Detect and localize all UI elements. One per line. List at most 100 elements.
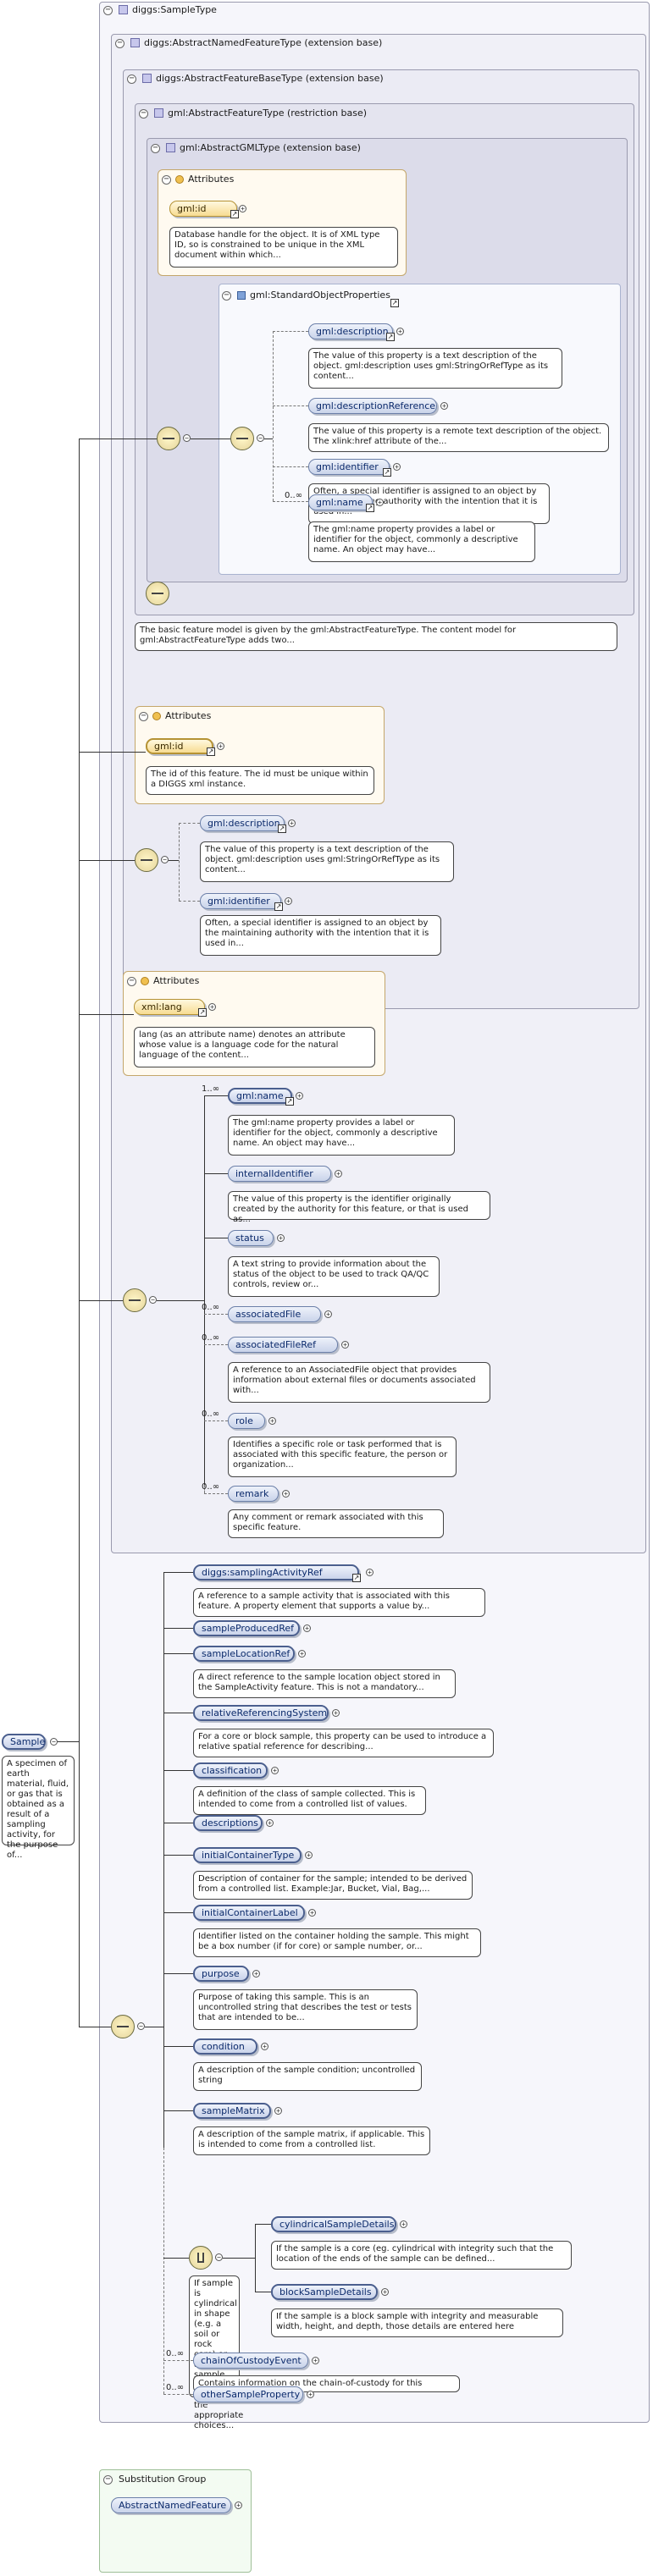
link-icon[interactable]: ↗ bbox=[230, 210, 239, 218]
choice-port[interactable]: − bbox=[215, 2253, 223, 2261]
expand-port[interactable]: + bbox=[208, 1003, 216, 1011]
gml-feature-toggle[interactable]: − bbox=[139, 109, 148, 119]
attributes-toggle[interactable]: − bbox=[127, 977, 136, 986]
abstract-feature-base-toggle[interactable]: − bbox=[127, 74, 136, 84]
sample-element-relativereferencingsystem[interactable]: relativeReferencingSystem bbox=[193, 1705, 329, 1721]
substitution-element[interactable]: AbstractNamedFeature bbox=[111, 2497, 231, 2513]
expand-port[interactable]: + bbox=[381, 2288, 389, 2296]
std-element-identifier[interactable]: gml:identifier bbox=[308, 459, 390, 475]
sample-element-initialcontainerlabel[interactable]: initialContainerLabel bbox=[193, 1905, 305, 1921]
std-element-name[interactable]: gml:name bbox=[308, 494, 373, 510]
sample-element-descriptions[interactable]: descriptions bbox=[193, 1815, 263, 1831]
connector bbox=[163, 1653, 193, 1654]
connector bbox=[179, 823, 200, 824]
sequence-port[interactable]: − bbox=[149, 1296, 157, 1304]
sample-element-samplelocationref[interactable]: sampleLocationRef bbox=[193, 1646, 295, 1662]
expand-port[interactable]: + bbox=[266, 1819, 274, 1827]
link-icon[interactable]: ↗ bbox=[274, 902, 283, 911]
named-element-associated-file-ref[interactable]: associatedFileRef bbox=[228, 1337, 338, 1353]
link-icon[interactable]: ↗ bbox=[386, 333, 395, 341]
std-element-description[interactable]: gml:description bbox=[308, 323, 393, 339]
named-element-associated-file[interactable]: associatedFile bbox=[228, 1306, 321, 1322]
sequence-port[interactable]: − bbox=[161, 856, 169, 863]
link-icon[interactable]: ↗ bbox=[366, 504, 374, 512]
expand-port[interactable]: + bbox=[393, 463, 401, 471]
expand-port[interactable]: + bbox=[312, 2357, 319, 2364]
sample-type-toggle[interactable]: − bbox=[103, 6, 113, 15]
expand-port[interactable]: + bbox=[217, 742, 224, 750]
sequence-port[interactable]: − bbox=[257, 434, 264, 442]
sequence-port[interactable]: − bbox=[183, 434, 191, 442]
expand-port[interactable]: + bbox=[396, 328, 404, 335]
sample-element-sampleproducedref[interactable]: sampleProducedRef bbox=[193, 1620, 300, 1636]
substitution-group-toggle[interactable]: − bbox=[103, 2475, 113, 2485]
link-icon[interactable]: ↗ bbox=[383, 468, 391, 477]
expand-port[interactable]: + bbox=[332, 1709, 340, 1717]
sample-element-samplematrix[interactable]: sampleMatrix bbox=[193, 2103, 271, 2119]
named-element-gml-name[interactable]: gml:name bbox=[228, 1088, 292, 1104]
base-element-identifier[interactable]: gml:identifier bbox=[200, 893, 281, 909]
std-element-description-reference[interactable]: gml:descriptionReference bbox=[308, 398, 437, 414]
expand-port[interactable]: + bbox=[274, 2107, 282, 2115]
sample-element-purpose[interactable]: purpose bbox=[193, 1966, 249, 1982]
attributes-toggle[interactable]: − bbox=[162, 175, 171, 185]
attr-gml-id-required-desc: The id of this feature. The id must be u… bbox=[146, 766, 374, 795]
sequence-port[interactable]: − bbox=[137, 2022, 145, 2030]
abstract-named-toggle[interactable]: − bbox=[115, 39, 125, 48]
expand-port[interactable]: + bbox=[324, 1310, 332, 1318]
attr-xml-lang[interactable]: xml:lang bbox=[134, 999, 205, 1015]
link-icon[interactable]: ↗ bbox=[390, 299, 399, 307]
expand-port[interactable]: + bbox=[271, 1767, 279, 1774]
expand-port[interactable]: + bbox=[239, 205, 246, 212]
expand-port[interactable]: + bbox=[252, 1970, 260, 1978]
named-element-remark[interactable]: remark bbox=[228, 1486, 279, 1502]
link-icon[interactable]: ↗ bbox=[285, 1097, 294, 1106]
link-icon[interactable]: ↗ bbox=[198, 1008, 207, 1017]
expand-port[interactable]: + bbox=[341, 1341, 349, 1349]
expand-port[interactable]: + bbox=[308, 1909, 316, 1917]
expand-port[interactable]: + bbox=[285, 897, 292, 905]
expand-port[interactable]: + bbox=[305, 1851, 313, 1859]
expand-port[interactable]: + bbox=[335, 1170, 342, 1178]
expand-port[interactable]: + bbox=[440, 402, 448, 410]
expand-port[interactable]: + bbox=[376, 499, 384, 506]
sample-element-other-property[interactable]: otherSampleProperty bbox=[193, 2386, 303, 2402]
connector bbox=[273, 501, 308, 502]
attr-gml-id[interactable]: gml:id bbox=[169, 201, 237, 217]
named-element-internal-identifier[interactable]: internalIdentifier bbox=[228, 1166, 331, 1182]
sequence-compositor-std bbox=[230, 427, 254, 450]
expand-port[interactable]: + bbox=[298, 1650, 306, 1658]
attr-gml-id-required[interactable]: gml:id bbox=[146, 738, 213, 754]
expand-port[interactable]: + bbox=[303, 1624, 311, 1632]
link-icon[interactable]: ↗ bbox=[207, 747, 215, 756]
expand-port[interactable]: + bbox=[366, 1569, 374, 1576]
named-element-status[interactable]: status bbox=[228, 1230, 274, 1246]
link-icon[interactable]: ↗ bbox=[278, 825, 286, 833]
sample-element-initialcontainertype[interactable]: initialContainerType bbox=[193, 1847, 302, 1863]
expand-port[interactable]: + bbox=[282, 1490, 290, 1498]
gml-gml-toggle[interactable]: − bbox=[151, 144, 160, 153]
sample-element-condition[interactable]: condition bbox=[193, 2038, 257, 2055]
sample-element-classification[interactable]: classification bbox=[193, 1762, 268, 1779]
sequence-compositor-feature bbox=[146, 582, 169, 605]
choice-element-cylindrical[interactable]: cylindricalSampleDetails bbox=[271, 2216, 396, 2232]
choice-element-block[interactable]: blockSampleDetails bbox=[271, 2284, 378, 2300]
root-element-sample[interactable]: Sample bbox=[2, 1734, 46, 1750]
expand-port[interactable]: + bbox=[277, 1234, 285, 1242]
base-element-description[interactable]: gml:description bbox=[200, 815, 285, 831]
expand-port[interactable]: + bbox=[400, 2220, 407, 2228]
standard-props-toggle[interactable]: − bbox=[222, 291, 231, 301]
sample-element-chain-of-custody[interactable]: chainOfCustodyEvent bbox=[193, 2353, 308, 2369]
link-icon[interactable]: ↗ bbox=[352, 1574, 361, 1582]
expand-port[interactable]: + bbox=[296, 1092, 303, 1100]
expand-port[interactable]: + bbox=[261, 2043, 268, 2050]
named-element-role[interactable]: role bbox=[228, 1413, 265, 1429]
expand-port[interactable]: + bbox=[288, 819, 296, 827]
expand-port[interactable]: + bbox=[235, 2502, 242, 2509]
expand-port[interactable]: − bbox=[50, 1738, 58, 1746]
attributes-toggle[interactable]: − bbox=[139, 712, 148, 721]
expand-port[interactable]: + bbox=[268, 1417, 276, 1425]
sample-element-diggs-samplingactivityref[interactable]: diggs:samplingActivityRef bbox=[193, 1564, 359, 1580]
connector bbox=[255, 2224, 256, 2292]
expand-port[interactable]: + bbox=[307, 2391, 314, 2398]
